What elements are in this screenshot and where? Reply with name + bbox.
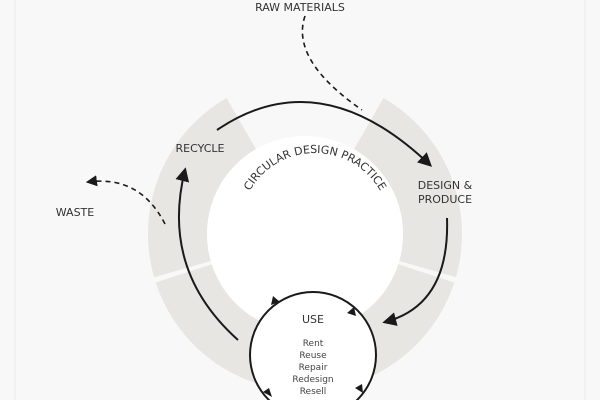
use-arrow-icon bbox=[347, 307, 356, 316]
label-use: USE bbox=[302, 313, 324, 326]
label-raw-materials: RAW MATERIALS bbox=[255, 1, 345, 14]
label-waste: WASTE bbox=[56, 206, 95, 219]
ring-segment bbox=[155, 264, 455, 392]
ring bbox=[148, 98, 462, 392]
inner-circle bbox=[207, 136, 403, 332]
arrow-recycle-to-design bbox=[216, 101, 433, 167]
raw-materials-dashed-arrow bbox=[301, 15, 363, 111]
use-item: Resell bbox=[300, 387, 327, 397]
use-arrow-icon bbox=[355, 384, 363, 393]
waste-dashed-arrow bbox=[85, 175, 166, 225]
ring-segment bbox=[148, 98, 256, 278]
use-circle bbox=[249, 291, 377, 400]
label-design-line1: DESIGN & bbox=[418, 179, 473, 192]
arrow-design-to-use bbox=[382, 217, 449, 326]
use-item: Repair bbox=[299, 363, 328, 373]
ring-segment bbox=[354, 98, 462, 278]
use-arrow-icon bbox=[271, 296, 280, 305]
use-item: Reuse bbox=[299, 351, 327, 361]
label-recycle: RECYCLE bbox=[176, 142, 225, 155]
use-item: Redesign bbox=[292, 375, 333, 385]
label-design-line2: PRODUCE bbox=[418, 193, 472, 206]
use-item: Rent bbox=[303, 339, 324, 349]
arrow-use-to-recycle bbox=[175, 167, 239, 341]
use-arrow-icon bbox=[263, 388, 272, 397]
